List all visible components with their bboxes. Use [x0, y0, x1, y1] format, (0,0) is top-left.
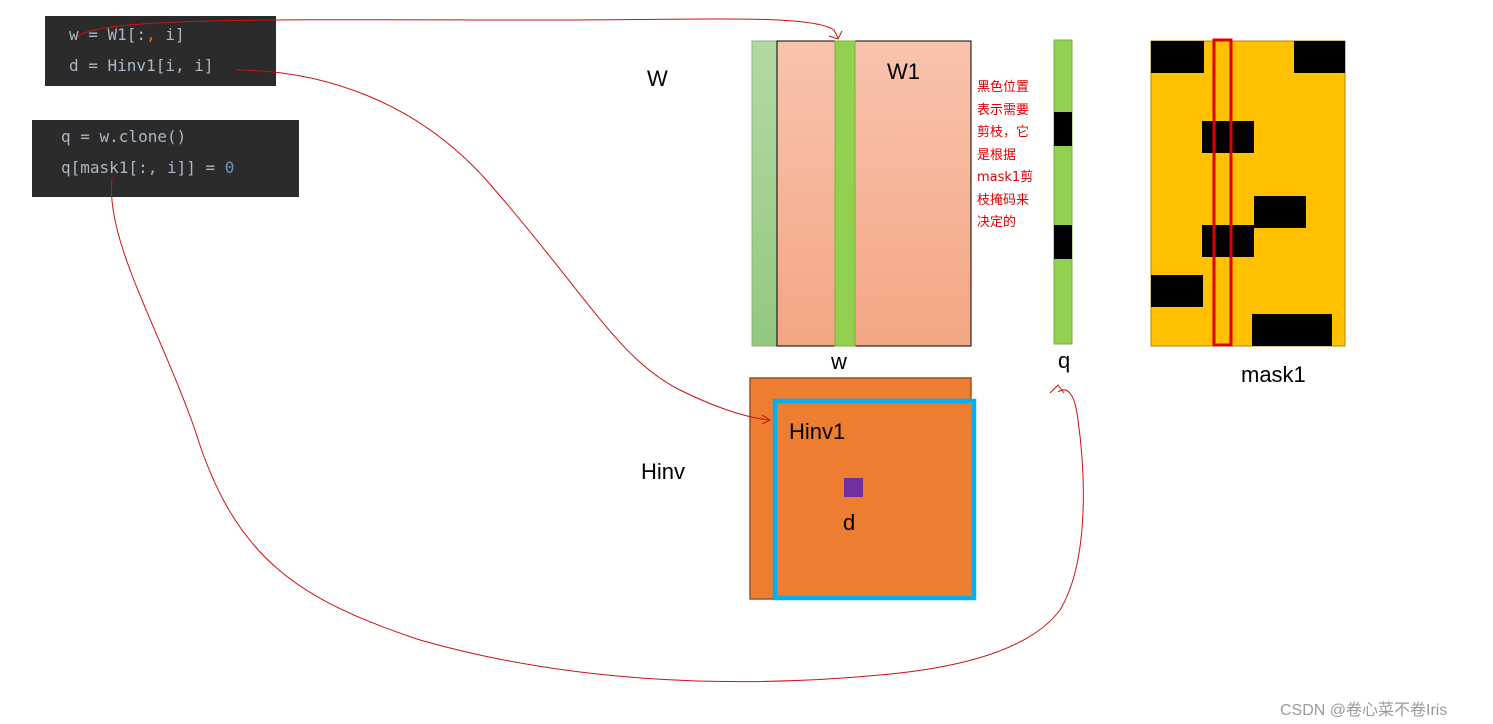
- q-column: [1053, 39, 1073, 345]
- q-pruned-cell-2: [1054, 225, 1072, 259]
- w-column: [834, 40, 856, 347]
- watermark: CSDN @卷心菜不卷Iris: [1280, 702, 1448, 719]
- arrowhead: [761, 414, 772, 425]
- w1-matrix: [776, 40, 972, 347]
- note-line: 表示需要: [977, 102, 1030, 118]
- arrow-mask-to-q: [110, 177, 1084, 683]
- mask1-black-cell: [1294, 41, 1345, 73]
- label-mask1: mask1: [1241, 362, 1306, 387]
- mask1-black-cell: [1202, 225, 1254, 257]
- arrow-w-to-column: [77, 18, 839, 39]
- note-line: 枝掩码来: [977, 192, 1030, 208]
- note-line: 决定的: [977, 215, 1017, 230]
- code-block-1: w = W1[:, i] d = Hinv1[i, i]: [45, 16, 276, 86]
- q-pruned-cell-1: [1054, 112, 1072, 146]
- code-line-mask: q[mask1[:, i]] = 0: [61, 158, 234, 177]
- label-W1: W1: [887, 59, 920, 84]
- mask1-black-cell: [1151, 41, 1204, 73]
- note-line: mask1剪: [977, 170, 1034, 185]
- d-element: [844, 478, 863, 497]
- code-text: q[mask1[:, i]] =: [61, 158, 225, 177]
- arrow-d-to-hinv1: [235, 69, 771, 421]
- pruning-note: 黑色位置 表示需要 剪枝，它 是根据 mask1剪 枝掩码来 决定的: [977, 77, 1043, 235]
- mask1-black-cell: [1202, 121, 1254, 153]
- code-line-w: w = W1[:, i]: [69, 25, 185, 44]
- code-number: 0: [224, 158, 235, 177]
- note-line: 黑色位置: [977, 80, 1030, 95]
- label-w: w: [831, 349, 847, 374]
- label-W: W: [647, 66, 668, 91]
- note-line: 是根据: [977, 147, 1017, 163]
- code-line-q: q = w.clone(): [61, 127, 187, 146]
- label-q: q: [1058, 348, 1071, 373]
- annotation-arrows: [77, 18, 1084, 683]
- hinv1-matrix: [772, 398, 977, 601]
- label-Hinv1: Hinv1: [789, 419, 846, 444]
- code-text: i]: [155, 25, 185, 44]
- code-line-d: d = Hinv1[i, i]: [69, 56, 214, 75]
- code-punct: ,: [146, 25, 156, 44]
- note-line: 剪枝，它: [977, 125, 1030, 140]
- label-Hinv: Hinv: [641, 459, 686, 484]
- code-block-2: q = w.clone() q[mask1[:, i]] = 0: [32, 120, 299, 197]
- label-d: d: [843, 510, 856, 535]
- arrowhead: [828, 30, 843, 40]
- mask1-black-cell: [1151, 275, 1203, 307]
- mask1-column-highlight: [1212, 38, 1233, 347]
- mask1-black-cell: [1254, 196, 1306, 228]
- code-text: w = W1[:: [69, 25, 147, 44]
- arrowhead: [1049, 384, 1065, 394]
- mask1-black-cell: [1252, 314, 1332, 346]
- w-matrix-strip: [751, 40, 778, 347]
